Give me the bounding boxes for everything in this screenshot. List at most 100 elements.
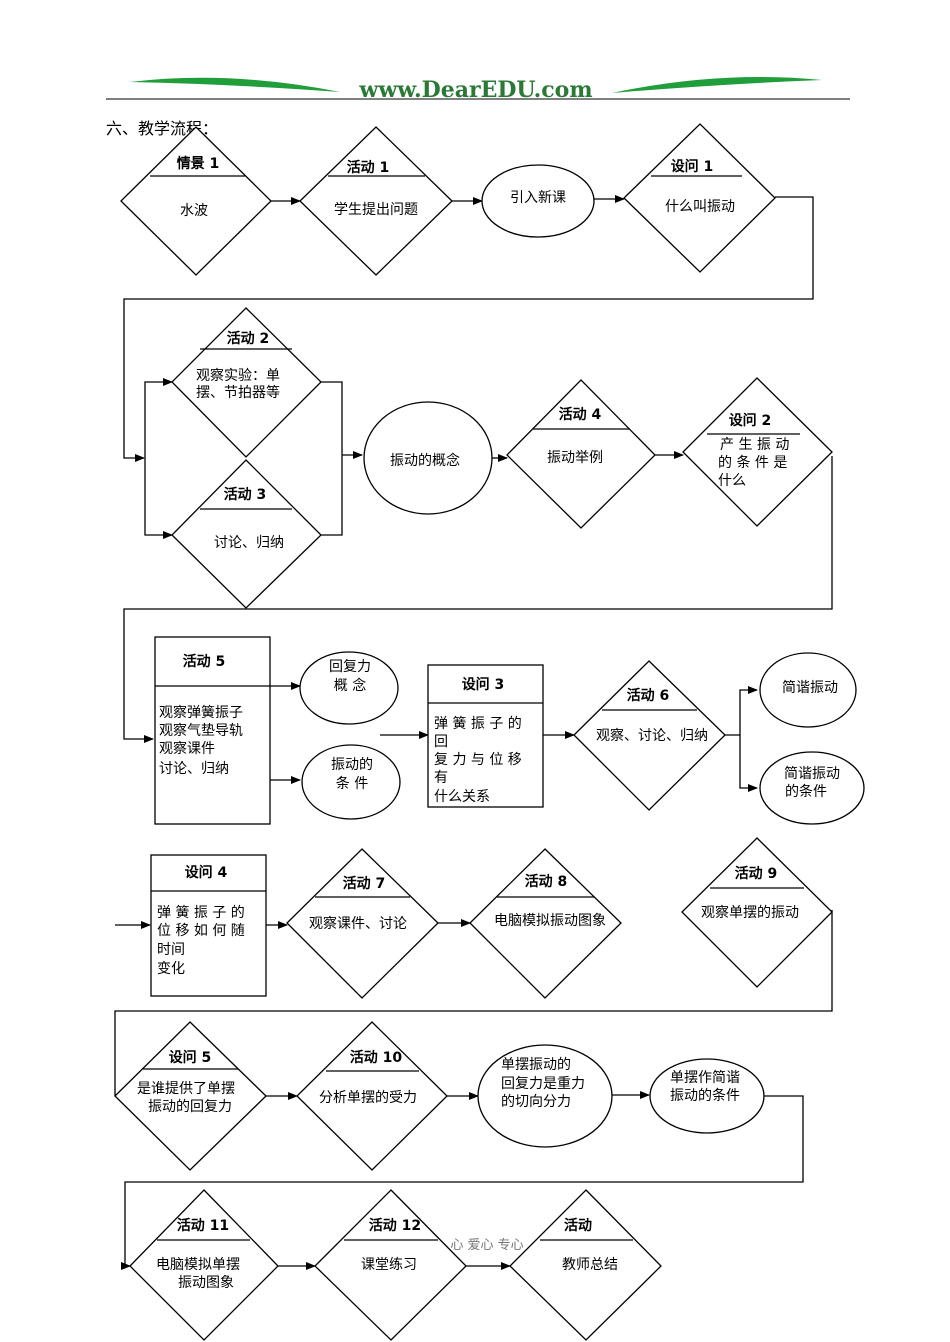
node-shape xyxy=(286,848,439,999)
node-text: 观察弹簧振子 xyxy=(159,704,243,721)
node-text: 条 件 xyxy=(336,775,368,792)
node-text: 简谐振动 xyxy=(782,679,838,696)
node-activity-4: 活动 4 振动举例 xyxy=(506,379,656,529)
node-title: 活动 8 xyxy=(525,873,568,890)
node-title: 设问 2 xyxy=(729,412,772,429)
node-text: 变化 xyxy=(157,961,185,977)
node-restoring-force-concept: 回复力 概 念 xyxy=(299,651,399,725)
node-activity-final: 活动 教师总结 xyxy=(509,1189,662,1341)
flow-arrow xyxy=(123,196,814,462)
node-title: 设问 1 xyxy=(671,158,714,175)
node-text: 回 xyxy=(434,734,448,750)
node-shape xyxy=(623,123,776,273)
node-intro-new-lesson: 引入新课 xyxy=(481,164,595,238)
node-text: 课堂练习 xyxy=(361,1257,417,1273)
node-activity-7: 活动 7 观察课件、讨论 xyxy=(286,848,439,999)
node-text: 时间 xyxy=(157,942,185,958)
node-shape xyxy=(573,660,726,811)
node-question-1: 设问 1 什么叫振动 xyxy=(623,123,776,273)
node-title: 活动 5 xyxy=(183,653,226,670)
node-title: 活动 6 xyxy=(627,687,670,704)
node-text: 振动的回复力 xyxy=(148,1098,232,1115)
node-text: 的条件 xyxy=(785,783,827,800)
node-shape xyxy=(427,664,544,808)
node-shape xyxy=(649,1058,765,1134)
node-title: 活动 4 xyxy=(559,406,602,423)
node-activity-3: 活动 3 讨论、归纳 xyxy=(171,459,322,609)
node-activity-10: 活动 10 分析单摆的受力 xyxy=(296,1021,448,1171)
node-shape xyxy=(299,651,399,725)
node-text: 振动举例 xyxy=(547,450,603,466)
node-shape xyxy=(150,854,267,997)
node-activity-9: 活动 9 观察单摆的振动 xyxy=(681,837,833,988)
node-shape xyxy=(681,837,833,988)
node-text: 什么叫振动 xyxy=(665,199,735,215)
node-pendulum-restoring-force: 单摆振动的 回复力是重力 的切向分力 xyxy=(477,1044,613,1148)
flow-arrow xyxy=(144,458,173,539)
node-text: 什么关系 xyxy=(434,789,490,805)
node-shape xyxy=(509,1189,662,1341)
flow-arrow xyxy=(739,735,758,792)
node-shape xyxy=(296,1021,448,1171)
node-text: 复 力 与 位 移 xyxy=(434,751,522,768)
node-question-3: 设问 3 弹 簧 振 子 的 回 复 力 与 位 移 有 什么关系 xyxy=(427,664,544,808)
node-text: 什么 xyxy=(718,473,746,489)
node-text: 讨论、归纳 xyxy=(214,534,284,551)
node-text: 水波 xyxy=(180,203,208,219)
node-shape xyxy=(171,459,322,609)
header-swoosh-right xyxy=(612,76,822,93)
node-vibration-concept: 振动的概念 xyxy=(363,401,493,515)
node-shape xyxy=(129,1189,279,1341)
node-text: 的 条 件 是 xyxy=(718,454,787,471)
node-text: 的切向分力 xyxy=(501,1094,571,1110)
node-activity-12: 活动 12 课堂练习 xyxy=(314,1189,467,1341)
node-title: 活动 7 xyxy=(343,875,386,892)
node-shape xyxy=(114,1021,267,1171)
flow-arrow xyxy=(321,381,343,536)
node-text: 摆、节拍器等 xyxy=(196,384,280,401)
node-activity-8: 活动 8 电脑模拟振动图象 xyxy=(469,848,622,999)
flow-arrow xyxy=(121,1095,804,1270)
node-text: 振动的概念 xyxy=(390,452,460,469)
node-text: 分析单摆的受力 xyxy=(319,1090,417,1106)
node-title: 设问 3 xyxy=(462,676,505,693)
node-text: 弹 簧 振 子 的 xyxy=(157,905,245,921)
node-text: 观察气垫导轨 xyxy=(159,722,243,739)
node-text: 简谐振动 xyxy=(784,765,840,782)
node-text: 观察、讨论、归纳 xyxy=(596,727,708,744)
footer-watermark: 心 爱心 专心 xyxy=(450,1238,523,1253)
node-shape xyxy=(506,379,656,529)
node-activity-5: 活动 5 观察弹簧振子 观察气垫导轨 观察课件 讨论、归纳 xyxy=(154,636,271,825)
node-question-4: 设问 4 弹 簧 振 子 的 位 移 如 何 随 时间 变化 xyxy=(150,854,267,997)
site-header: www.DearEDU.com xyxy=(106,76,850,103)
node-title: 设问 5 xyxy=(169,1049,212,1066)
node-activity-2: 活动 2 观察实验：单 摆、节拍器等 xyxy=(171,307,322,458)
node-text: 是谁提供了单摆 xyxy=(137,1081,235,1097)
node-shape xyxy=(682,377,833,527)
node-text: 观察课件 xyxy=(159,740,215,757)
node-text: 电脑模拟单摆 xyxy=(156,1257,240,1273)
node-shape xyxy=(759,751,865,825)
node-shape xyxy=(481,164,595,238)
node-text: 产 生 振 动 xyxy=(720,437,789,453)
node-title: 活动 9 xyxy=(735,865,778,882)
node-title: 活动 1 xyxy=(347,159,390,176)
node-text: 教师总结 xyxy=(562,1257,618,1273)
node-pendulum-shm-conditions: 单摆作简谐 振动的条件 xyxy=(649,1058,765,1134)
node-shm-conditions: 简谐振动 的条件 xyxy=(759,751,865,825)
node-text: 观察单摆的振动 xyxy=(701,904,799,921)
flow-arrow xyxy=(123,456,833,743)
node-simple-harmonic-motion: 简谐振动 xyxy=(759,652,857,728)
flow-arrow xyxy=(725,686,758,736)
node-text: 振动的 xyxy=(331,757,373,773)
node-title: 设问 4 xyxy=(185,864,228,881)
node-text: 概 念 xyxy=(334,677,366,694)
node-text: 引入新课 xyxy=(510,190,566,206)
node-text: 电脑模拟振动图象 xyxy=(494,913,606,929)
node-text: 观察实验：单 xyxy=(196,367,280,384)
node-shape xyxy=(363,401,493,515)
node-text: 学生提出问题 xyxy=(334,202,418,218)
node-title: 活动 3 xyxy=(224,486,267,503)
header-swoosh-left xyxy=(130,77,340,92)
